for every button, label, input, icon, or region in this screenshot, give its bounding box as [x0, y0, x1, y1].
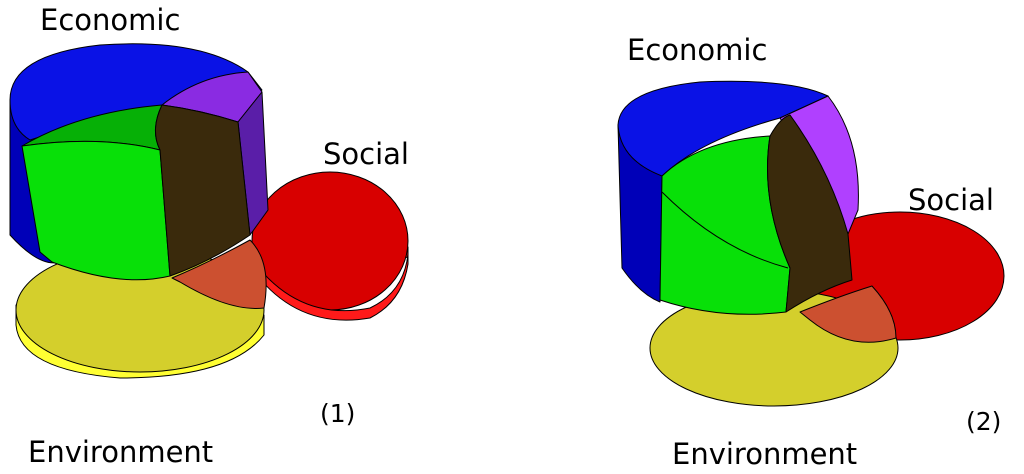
economic-label-2: Economic: [627, 33, 767, 67]
all-three-intersection-2: [767, 114, 853, 313]
social-disc-1: [251, 171, 409, 321]
social-disc-1-rim: [253, 253, 409, 321]
environment-label-2: Environment: [672, 437, 857, 471]
overlap-social-environment-1: [171, 239, 267, 309]
economic-environment-1: [21, 104, 171, 281]
social-label-1: Social: [323, 137, 409, 171]
economic-label-1: Economic: [40, 3, 180, 37]
figure-number-2: (2): [966, 407, 1001, 436]
all-three-intersection-1: [155, 104, 251, 277]
diagram-1: Economic Social Environment (1): [9, 3, 409, 469]
economic-environment-2-curve: [661, 191, 789, 269]
environment-label-1: Environment: [28, 435, 213, 469]
diagram-2: Economic Social Environment (2): [617, 33, 1005, 471]
social-label-2: Social: [908, 183, 994, 217]
overlap-social-environment-2: [799, 285, 897, 343]
figure-number-1: (1): [320, 399, 355, 428]
